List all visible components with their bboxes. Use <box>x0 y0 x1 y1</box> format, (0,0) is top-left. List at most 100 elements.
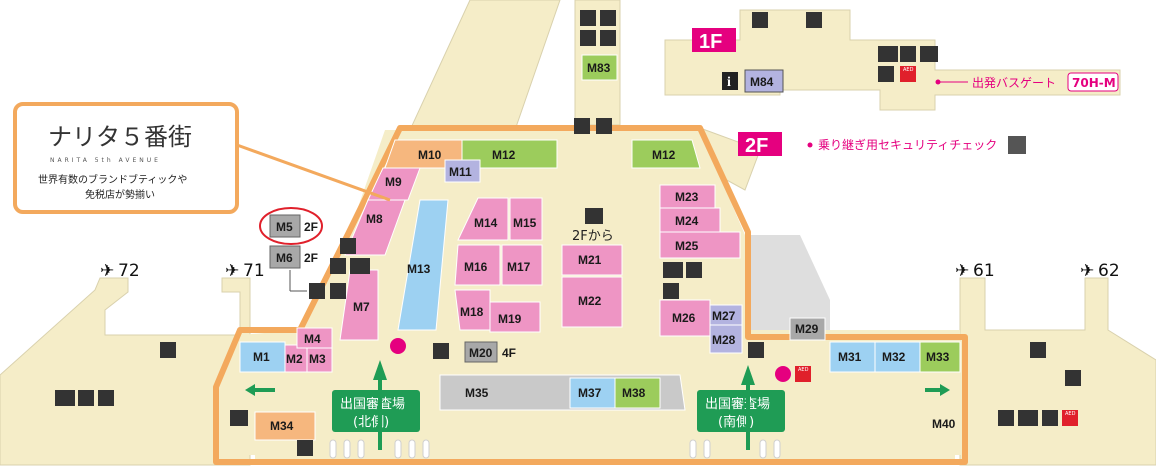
immigration-north-line2: (北側) <box>353 415 389 430</box>
floor-badges: 1F 2F <box>692 28 782 157</box>
arrow-up-icon <box>373 360 387 450</box>
nursing-room-icon <box>600 10 616 26</box>
callout-subtitle: NARITA 5th AVENUE <box>50 157 161 164</box>
floor-badge-1f-bg <box>692 28 736 52</box>
callout-line2: 免税店が勢揃い <box>85 188 155 201</box>
elevator-icon <box>330 283 346 299</box>
shop-label-m25: M25 <box>675 239 699 253</box>
shop-label-m12-left: M12 <box>492 148 516 162</box>
wheelchair-icon <box>878 66 894 82</box>
aed-icon-bg <box>795 366 811 382</box>
shop-label-m7: M7 <box>353 300 370 314</box>
shop-label-m3: M3 <box>309 352 326 366</box>
floor-badge-2f-bg <box>738 132 782 156</box>
restroom-icon <box>580 10 596 26</box>
info-desk-icon <box>775 366 791 382</box>
shop-label-m5: M5 <box>276 220 293 234</box>
immigration-south-line2: (南側) <box>718 414 754 430</box>
shop-label-m18: M18 <box>460 305 484 319</box>
shop-label-m15: M15 <box>513 216 537 230</box>
elevator-icon <box>596 118 612 134</box>
transfer-security-label: 乗り継ぎ用セキュリティチェック <box>818 137 997 152</box>
shop-label-m23: M23 <box>675 190 699 204</box>
elevator-icon <box>1030 342 1046 358</box>
immigration-south-line1: 出国審査場 <box>705 397 770 412</box>
shop-label-m83: M83 <box>587 61 611 75</box>
wheelchair-icon <box>98 390 114 406</box>
shop-label-m14: M14 <box>474 216 498 230</box>
escalator-icon <box>309 283 325 299</box>
escalator-icon <box>748 342 764 358</box>
shop-label-m37: M37 <box>578 386 602 400</box>
shop-label-m6: M6 <box>276 251 293 265</box>
gates: ✈ 72 ✈ 71 ✈ 61 ✈ 62 <box>100 261 1120 281</box>
baby-icon <box>600 30 616 46</box>
info-icon-bg <box>722 72 738 90</box>
m6-floor-tag: 2F <box>304 251 318 265</box>
smoking-area-icon <box>230 410 248 426</box>
fifth-avenue-outline <box>213 125 968 465</box>
restroom-icon <box>663 262 683 278</box>
shop-label-m9: M9 <box>385 175 402 189</box>
callout-line1: 世界有数のブランドブティックや <box>38 173 187 186</box>
restroom-icon <box>1018 410 1038 426</box>
shop-label-m24: M24 <box>675 214 699 228</box>
restroom-icon <box>55 390 75 406</box>
m5-floor-tag: 2F <box>304 220 318 234</box>
plane-icon: ✈ <box>225 261 239 281</box>
shop-label-m11: M11 <box>449 165 472 179</box>
plane-icon: ✈ <box>1080 261 1094 281</box>
gate-61-label[interactable]: 61 <box>973 261 995 281</box>
m20-floor-tag: 4F <box>502 346 516 360</box>
aed-label: AED <box>798 367 809 373</box>
m5-highlight-circle <box>259 207 323 245</box>
wheelchair-icon <box>1042 410 1058 426</box>
elevator-icon <box>160 342 176 358</box>
shop-label-m17: M17 <box>507 260 531 274</box>
shop-label-m19: M19 <box>498 312 522 326</box>
aed-icon-bg <box>900 66 916 82</box>
shop-label-m29: M29 <box>795 322 819 336</box>
gate-71-label[interactable]: 71 <box>243 261 265 281</box>
bus-gate-value: 70H-M <box>1072 76 1116 90</box>
wheelchair-icon <box>340 238 356 254</box>
arrow-right-icon <box>925 384 950 396</box>
shop-label-m28: M28 <box>712 333 736 347</box>
bus-gate-label: 出発バスゲート <box>972 76 1056 90</box>
aed-icon-bg <box>1062 410 1078 426</box>
immigration-north: 出国審査場 (北側) <box>332 360 420 450</box>
shop-label-m22: M22 <box>578 294 602 308</box>
floor-badge-1f: 1F <box>699 31 722 53</box>
security-check-icon <box>1008 136 1026 154</box>
wheelchair-icon <box>663 283 679 299</box>
transfer-security-info: 乗り継ぎ用セキュリティチェック <box>807 136 1026 154</box>
gate-72-label[interactable]: 72 <box>118 261 140 281</box>
shop-label-m34: M34 <box>270 419 294 433</box>
shop-label-m13: M13 <box>407 262 431 276</box>
smoking-area-icon <box>920 46 938 62</box>
shop-label-m27: M27 <box>712 309 736 323</box>
shop-label-m10: M10 <box>418 148 442 162</box>
shop-label-m31: M31 <box>838 350 862 364</box>
shop-label-m40: M40 <box>932 417 956 431</box>
wheelchair-icon <box>580 30 596 46</box>
escalator-icon <box>585 208 603 224</box>
aed-label: AED <box>1065 411 1076 417</box>
shop-label-m1: M1 <box>253 350 270 364</box>
floor-badge-2f: 2F <box>745 135 768 157</box>
bus-gate-info: 出発バスゲート 70H-M <box>935 72 1119 92</box>
immigration-north-line1: 出国審査場 <box>340 397 405 412</box>
gate-62-label[interactable]: 62 <box>1098 261 1120 281</box>
plane-icon: ✈ <box>100 261 114 281</box>
shop-label-m21: M21 <box>578 253 602 267</box>
shop-label-m16: M16 <box>464 260 488 274</box>
shop-label-m38: M38 <box>622 386 646 400</box>
nursing-room-icon <box>686 262 702 278</box>
immigration-south: 出国審査場 (南側) <box>697 365 785 450</box>
lounge-icon <box>1065 370 1081 386</box>
nursing-room-icon <box>330 258 346 274</box>
nursing-room-icon <box>900 46 916 62</box>
arrow-up-icon <box>741 365 755 450</box>
escalator-icon <box>574 118 590 134</box>
shop-blocks <box>239 54 961 441</box>
